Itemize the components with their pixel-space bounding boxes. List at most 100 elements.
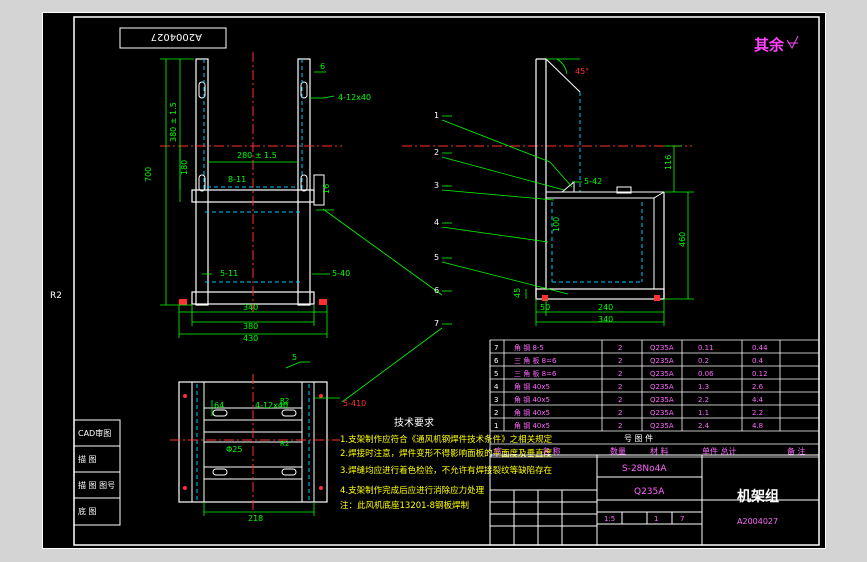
parts-header-col: 名 称 [542, 446, 561, 456]
parts-row-material: Q235A [650, 396, 674, 404]
parts-row-material: Q235A [650, 344, 674, 352]
dim-side-180: 180 [180, 160, 189, 175]
side-dimensions [525, 58, 694, 326]
dim-w-240: 240 [598, 303, 613, 312]
parts-row-name: 角 钢 8-5 [514, 343, 544, 352]
balloon-6: 6 [434, 286, 439, 295]
dim-angle: 45° [575, 67, 589, 76]
dim-upper-height: 380 ± 1.5 [169, 102, 178, 142]
balloon-2: 2 [434, 148, 439, 157]
dim-side-16: 16 [322, 184, 331, 194]
parts-header-col: 备 注 [787, 446, 806, 456]
parts-row-index: 1 [494, 422, 498, 430]
parts-row-total: 4.4 [752, 396, 764, 404]
parts-row-name: 角 钢 40x5 [514, 395, 550, 404]
parts-row-unit: 2.4 [698, 422, 710, 430]
parts-row-qty: 2 [618, 344, 622, 352]
dim-top-r2: R2 [280, 397, 289, 405]
parts-header-col: 数量 [610, 446, 626, 456]
parts-row-qty: 2 [618, 370, 622, 378]
parts-row-qty: 2 [618, 357, 622, 365]
balloon-5: 5 [434, 253, 439, 262]
parts-row-name: 三 角 板 8=6 [514, 369, 557, 378]
margin-label: R2 [50, 291, 62, 301]
parts-row-index: 4 [494, 383, 499, 391]
parts-header-col: 材 料 [650, 446, 669, 456]
parts-row-unit: 0.2 [698, 357, 709, 365]
dim-h-100: 100 [552, 217, 561, 232]
side-bracket [313, 174, 325, 206]
parts-row-qty: 2 [618, 383, 622, 391]
stamp-row-2: 描 图 [78, 454, 97, 464]
sheets: 7 [680, 515, 684, 523]
cad-drawing: R2 A2004027 其余 [42, 12, 826, 549]
stamp-row-1: CAD审图 [78, 428, 111, 438]
parts-row-total: 0.44 [752, 344, 768, 352]
parts-row-index: 3 [494, 396, 498, 404]
slot-icon [300, 81, 308, 99]
parts-row-total: 2.2 [752, 409, 763, 417]
parts-row-unit: 1.1 [698, 409, 709, 417]
parts-row-material: Q235A [650, 422, 674, 430]
parts-row-total: 4.8 [752, 422, 763, 430]
drawing-number: S-28No4A [622, 464, 667, 474]
parts-row-total: 0.4 [752, 357, 764, 365]
dim-top-d25: Φ25 [226, 445, 242, 454]
slot-icon [300, 174, 308, 192]
dim-top-w-64: 64 [214, 401, 224, 410]
dim-total-height: 700 [144, 167, 153, 182]
dim-w-340: 340 [243, 303, 258, 312]
parts-row-index: 7 [494, 344, 498, 352]
parts-row-unit: 2.2 [698, 396, 709, 404]
balloon-3: 3 [434, 181, 439, 190]
dim-w-50: 50 [540, 303, 550, 312]
leader-lines [322, 115, 573, 403]
balloon-4: 4 [434, 218, 439, 227]
parts-row-material: Q235A [650, 370, 674, 378]
tech-line-5: 注：此风机底座13201-8钢板焊制 [340, 500, 469, 511]
material: Q235A [634, 487, 665, 497]
foot-marker [319, 299, 327, 305]
dim-side-weld: 5-42 [584, 177, 602, 186]
title-code: A2004027 [737, 517, 778, 526]
stamp-row-4: 底 图 [78, 506, 97, 516]
balloon-7: 7 [434, 319, 439, 328]
parts-row-material: Q235A [650, 409, 674, 417]
dim-top-weld: 5 [292, 353, 297, 362]
dim-w-380: 380 [243, 322, 258, 331]
scale: 1:5 [604, 515, 615, 523]
slot-icon [198, 174, 206, 192]
tech-line-3: 3.焊缝均应进行着色检验，不允许有焊接裂纹等缺陷存在 [340, 465, 552, 476]
front-view [179, 58, 327, 306]
parts-row-qty: 2 [618, 422, 622, 430]
parts-table-grid [489, 339, 820, 458]
stamp-row-3: 描 图 图号 [78, 480, 115, 490]
left-post [195, 58, 209, 306]
top-dimensions [203, 361, 340, 516]
title-strip [119, 27, 227, 49]
dim-side-w-340: 340 [598, 315, 613, 324]
sheet: 1 [654, 515, 658, 523]
part-name: 机架组 [737, 488, 779, 505]
parts-header-top: 号 图 件 [624, 433, 653, 443]
dim-top-r1: R2 [280, 440, 289, 448]
dim-inner-width: 280 ± 1.5 [237, 151, 277, 160]
surface-finish-note: 其余 [754, 36, 785, 54]
parts-row-qty: 2 [618, 396, 622, 404]
parts-row-material: Q235A [650, 357, 674, 365]
dim-w-430: 430 [243, 334, 258, 343]
dim-h-460: 460 [678, 232, 687, 247]
right-post [297, 58, 311, 306]
tech-line-2: 2.焊接时注意，焊件变形不得影响面板的平面度及垂直度 [340, 448, 553, 459]
parts-row-unit: 0.11 [698, 344, 714, 352]
dim-weld-bottom-right: 5-40 [332, 269, 350, 278]
parts-row-name: 角 钢 40x5 [514, 408, 550, 417]
parts-header-col: 单件 总计 [702, 446, 737, 456]
parts-row-index: 2 [494, 409, 498, 417]
tech-line-1: 1.支架制作应符合《通风机钢焊件技术条件》之相关规定 [340, 434, 553, 445]
dim-top-weld-right: 5-410 [343, 399, 366, 408]
dim-weld-top: 6 [320, 62, 325, 71]
inner-frame [73, 16, 820, 546]
dim-hole-note: 4-12x40 [338, 93, 371, 102]
